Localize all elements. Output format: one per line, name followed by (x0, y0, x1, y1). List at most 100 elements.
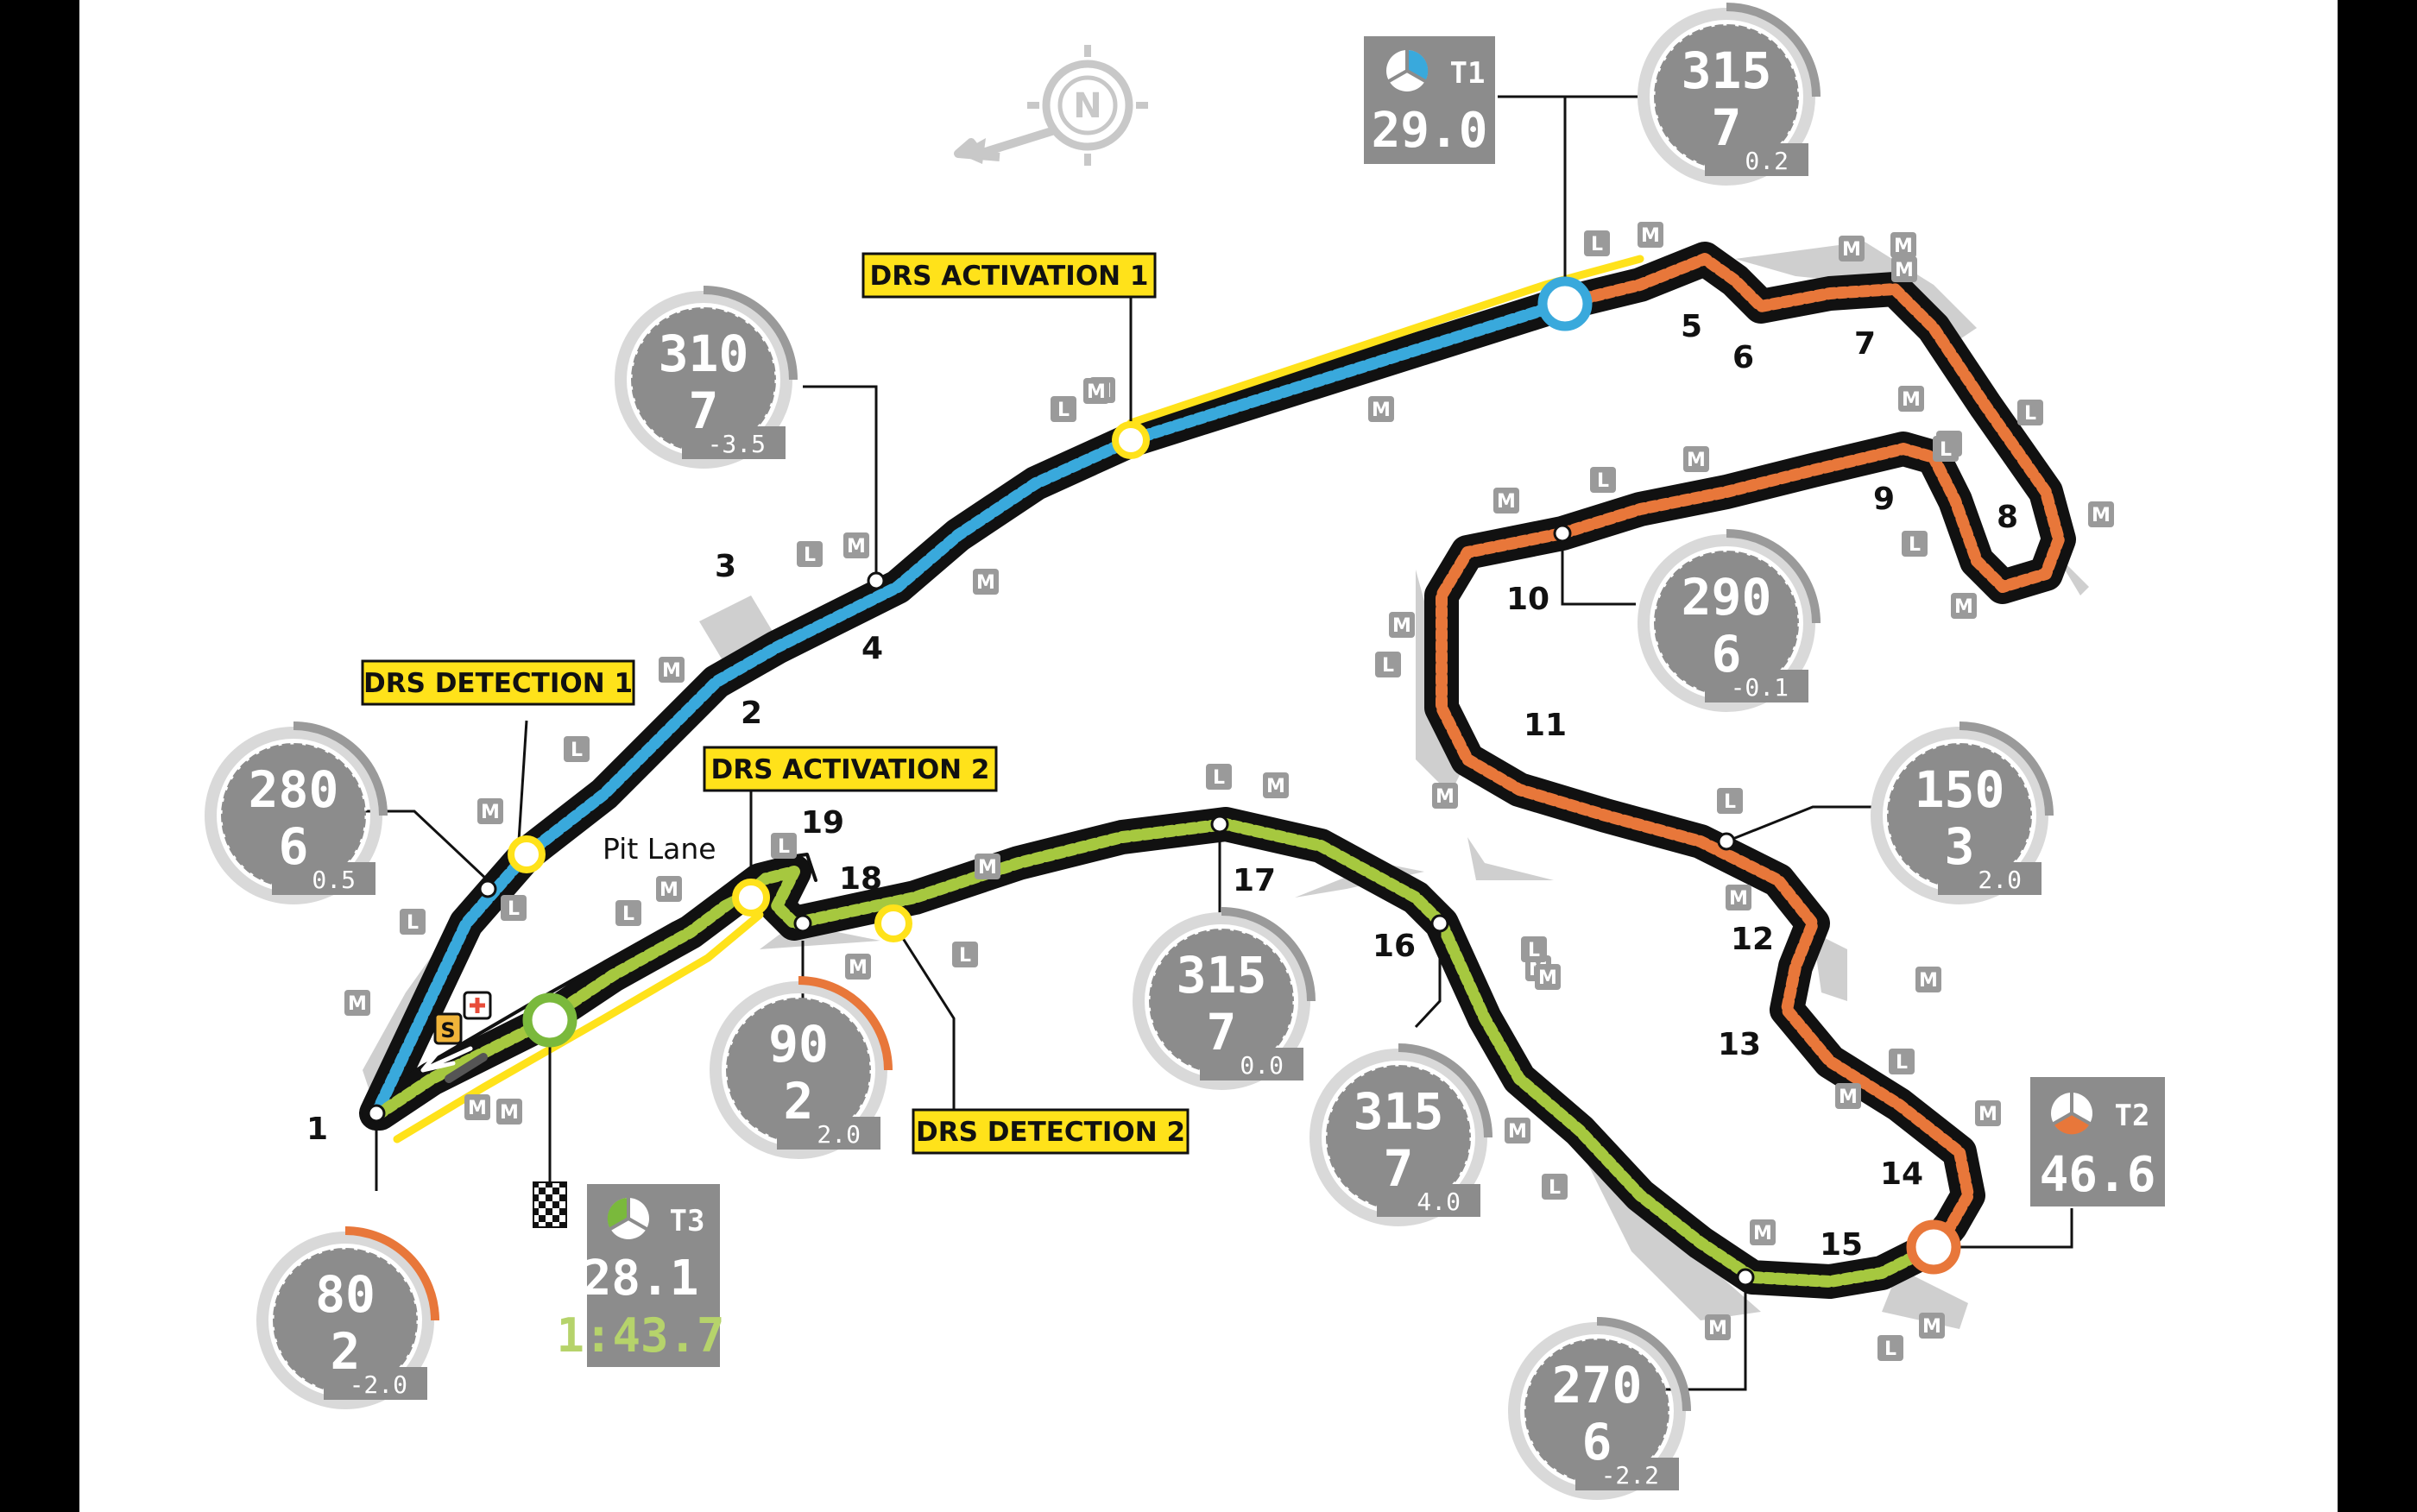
drs-activation-2: DRS ACTIVATION 2 (703, 746, 998, 792)
svg-text:DRS DETECTION 2: DRS DETECTION 2 (916, 1117, 1185, 1148)
marker-light: L (1206, 764, 1232, 790)
gauge-gear: 7 (1207, 1003, 1237, 1062)
gauge-g-force: -2.0 (350, 1370, 407, 1399)
svg-text:M: M (1538, 967, 1557, 989)
drs-points (508, 421, 1150, 942)
marker-medium: M (1750, 1219, 1776, 1245)
svg-text:M: M (1497, 491, 1516, 513)
marker-light: L (1717, 788, 1743, 814)
svg-text:M: M (468, 1098, 487, 1119)
gauge-speed: 280 (249, 760, 339, 819)
marker-medium: M (1535, 964, 1561, 990)
marker-medium: M (344, 990, 370, 1016)
gauge-g-force: 0.5 (312, 866, 356, 894)
gauge-speed: 315 (1682, 41, 1772, 100)
marker-light: L (1889, 1049, 1915, 1074)
svg-text:L: L (1597, 470, 1609, 492)
svg-text:M: M (1954, 596, 1973, 618)
svg-text:L: L (1884, 1339, 1896, 1360)
svg-text:M: M (1842, 239, 1861, 261)
svg-text:L: L (508, 898, 520, 920)
timing-points (522, 276, 1961, 1275)
marker-medium: M (656, 876, 682, 902)
svg-text:M: M (847, 536, 866, 558)
marker-medium: M (1493, 488, 1519, 513)
marker-medium: M (1839, 236, 1865, 261)
svg-text:L: L (1213, 767, 1225, 789)
marker-light: L (501, 895, 527, 921)
svg-text:L: L (407, 912, 419, 934)
safety-car-icon: S (433, 1012, 463, 1045)
marker-medium: M (973, 569, 999, 595)
svg-text:M: M (1894, 236, 1913, 257)
svg-text:29.0: 29.0 (1372, 103, 1488, 159)
turn-1: 1 (306, 1112, 328, 1147)
gauge-gear: 6 (1712, 625, 1742, 684)
finish-timing-point (522, 992, 577, 1048)
marker-medium: M (1083, 378, 1109, 404)
svg-text:L: L (1382, 655, 1394, 677)
svg-text:DRS ACTIVATION 1: DRS ACTIVATION 1 (870, 261, 1149, 292)
gauge-gear: 2 (331, 1322, 361, 1381)
svg-text:L: L (1057, 400, 1070, 421)
marker-light: L (797, 541, 823, 567)
sector-time-t3: T3 28.1 1:43.7 (556, 1184, 725, 1367)
marker-medium: M (1915, 967, 1941, 992)
gauge-g-force: 0.0 (1240, 1051, 1284, 1080)
turn-4: 4 (861, 631, 883, 666)
svg-text:M: M (849, 957, 868, 979)
svg-text:M: M (1266, 776, 1285, 797)
sector-time-t2: T2 46.6 (2030, 1077, 2165, 1206)
marker-light: L (2017, 400, 2043, 425)
marker-medium: M (975, 854, 1000, 879)
marker-medium: M (1505, 1118, 1530, 1143)
marker-light: L (400, 909, 426, 935)
svg-text:M: M (1839, 1087, 1858, 1108)
svg-text:M: M (1392, 615, 1411, 637)
marker-medium: M (1368, 396, 1394, 422)
braking-markers: LMMMMLMMLMMLMLMLMMLMLMLMLMMLMLMMMMLLMMLM… (344, 222, 2114, 1361)
gauge-gear: 6 (1582, 1413, 1612, 1471)
gauge-speed: 290 (1682, 568, 1772, 627)
turn-16: 16 (1373, 929, 1416, 964)
marker-medium: M (1638, 222, 1663, 248)
marker-light: L (1521, 936, 1547, 962)
svg-text:L: L (2024, 403, 2036, 425)
svg-text:L: L (571, 740, 583, 761)
marker-medium: M (843, 532, 869, 558)
turn-15: 15 (1820, 1227, 1863, 1263)
gauge-speed: 270 (1552, 1356, 1643, 1414)
turn-8: 8 (1997, 500, 2018, 535)
marker-light: L (1933, 436, 1959, 462)
svg-text:L: L (804, 545, 816, 566)
svg-text:L: L (622, 904, 634, 925)
sector2-timing-point (1906, 1219, 1961, 1275)
svg-text:L: L (1549, 1177, 1561, 1199)
marker-medium: M (1835, 1083, 1861, 1109)
svg-text:L: L (1896, 1052, 1908, 1074)
marker-light: L (1584, 230, 1610, 256)
gauge-g-force: -2.2 (1601, 1461, 1659, 1490)
svg-text:M: M (1895, 260, 1914, 281)
turn-19: 19 (801, 805, 844, 841)
marker-medium: M (1975, 1100, 2001, 1126)
svg-text:T2: T2 (2115, 1099, 2150, 1133)
svg-text:M: M (1641, 225, 1660, 247)
svg-text:M: M (481, 802, 500, 823)
marker-light: L (1542, 1174, 1568, 1200)
gauge-speed: 80 (315, 1265, 375, 1324)
gauge-g-force: -3.5 (708, 430, 766, 458)
gauge-g-force: 2.0 (817, 1120, 861, 1149)
marker-medium: M (1389, 612, 1415, 638)
track-nodes (367, 524, 1755, 1287)
svg-text:M: M (1372, 400, 1391, 421)
gauge-gear: 7 (1384, 1139, 1414, 1198)
svg-text:M: M (2092, 505, 2111, 526)
svg-text:L: L (778, 836, 790, 858)
